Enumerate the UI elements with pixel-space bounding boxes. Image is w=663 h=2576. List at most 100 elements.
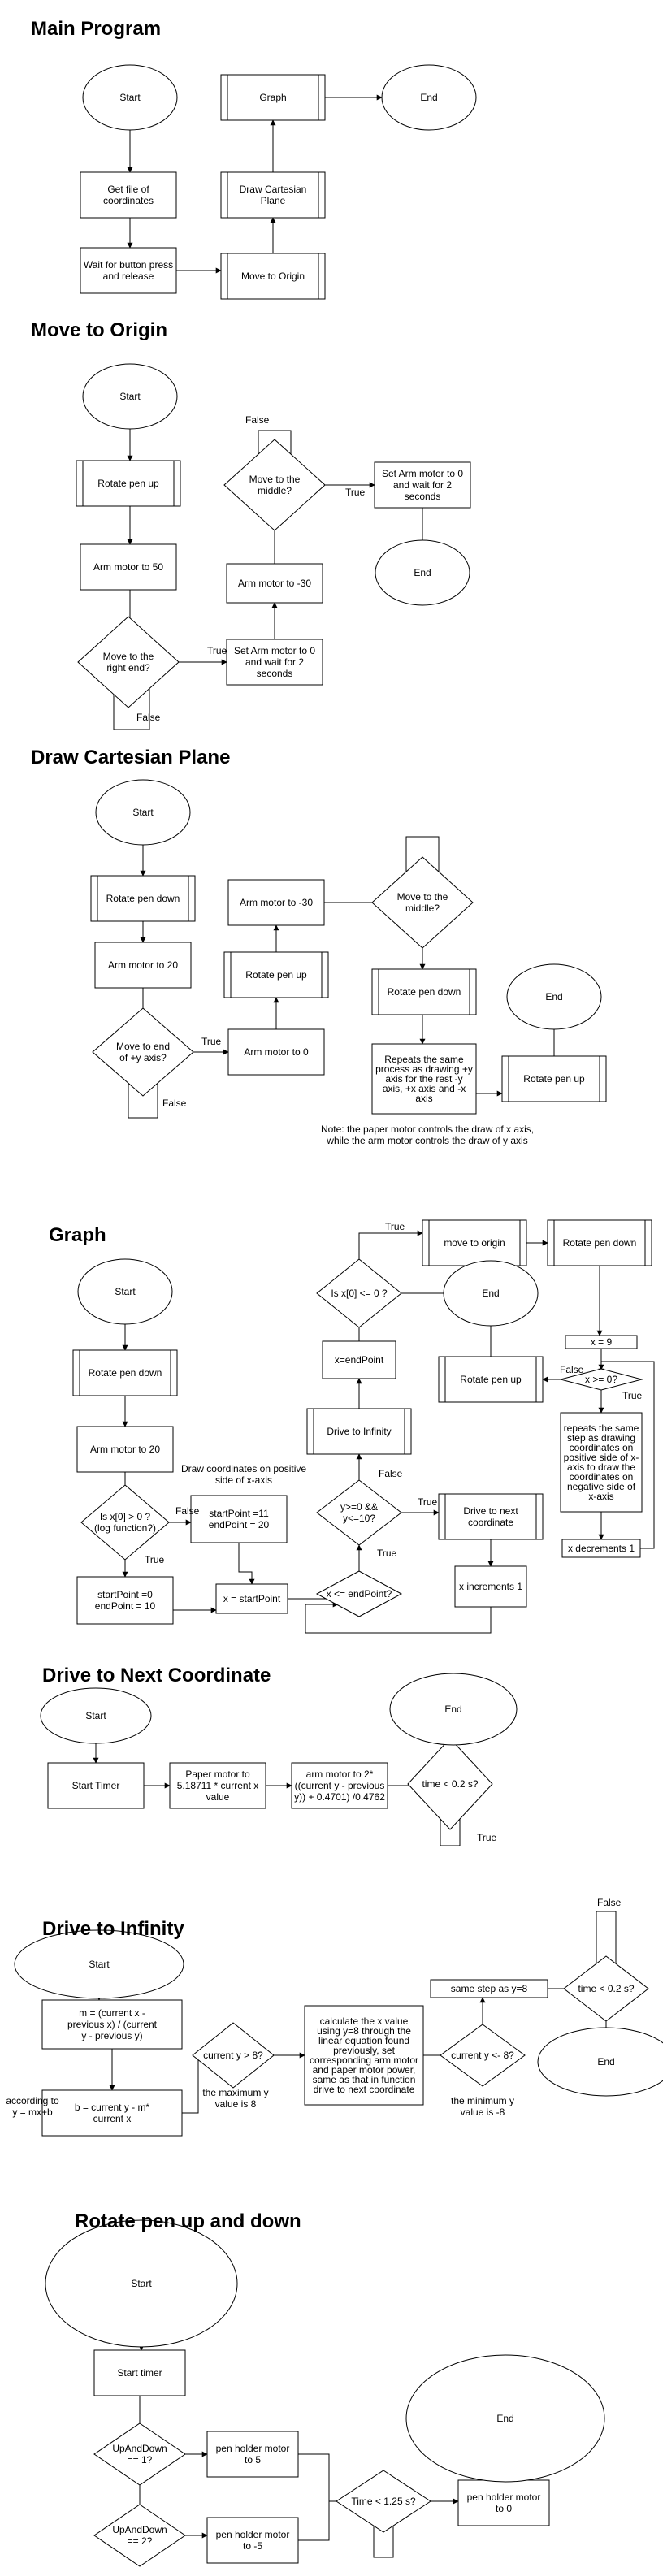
subroutine-shape — [220, 171, 326, 219]
node-label: b = current y - m* — [75, 2102, 150, 2113]
node-label: Start — [89, 1959, 110, 1970]
node-label: End — [414, 567, 431, 578]
node-label: time < 0.2 s? — [578, 1983, 634, 1994]
node-label: Move to end — [116, 1041, 170, 1052]
node-label: right end? — [106, 662, 150, 673]
node-label: Time < 1.25 s? — [351, 2496, 416, 2507]
edge-label: True — [345, 487, 366, 498]
node-dn-time: time < 0.2 s? — [407, 1738, 493, 1830]
node-dc-arm30: Arm motor to -30 — [228, 879, 325, 926]
node-dc-arm20: Arm motor to 20 — [94, 942, 192, 989]
node-label: UpAndDown — [112, 2524, 167, 2535]
node-rp-up: UpAndDown== 1? — [93, 2422, 186, 2486]
edge-label: True — [202, 1036, 222, 1047]
node-label: Start — [115, 1286, 136, 1297]
node-label: Start timer — [117, 2367, 162, 2379]
node-label: value — [206, 1791, 230, 1803]
node-label: pen holder motor — [216, 2529, 290, 2540]
terminal-shape — [375, 539, 470, 606]
edge-label: False — [176, 1505, 200, 1517]
node-label: Arm motor to 20 — [108, 959, 178, 971]
annotation-text: Note: the paper motor controls the draw … — [321, 1123, 534, 1135]
node-dc-rotdown2: Rotate pen down — [371, 968, 477, 1015]
process-shape — [430, 1979, 548, 1998]
subroutine-shape — [72, 1349, 178, 1396]
node-g-xge0: x >= 0? — [559, 1368, 644, 1391]
node-label: Drive to next — [463, 1505, 518, 1517]
node-label: x-axis — [588, 1491, 613, 1502]
node-label: using y=8 through the — [317, 2025, 411, 2037]
terminal-shape — [77, 1258, 173, 1325]
node-label: Start — [119, 391, 141, 402]
node-label: Repeats the same — [384, 1054, 464, 1065]
node-label: Get file of — [107, 184, 150, 195]
node-label: x >= 0? — [585, 1374, 618, 1385]
node-label: UpAndDown — [112, 2443, 167, 2454]
node-label: Rotate pen up — [98, 478, 159, 489]
subroutine-shape — [306, 1408, 412, 1455]
terminal-shape — [45, 2219, 238, 2348]
connector-dn_time-to-dn_time — [440, 1802, 463, 1846]
node-rp-down: UpAndDown== 2? — [93, 2504, 186, 2567]
terminal-shape — [95, 779, 191, 846]
terminal-shape — [506, 963, 602, 1030]
section-title: Move to Origin — [31, 319, 167, 341]
node-label: x decrements 1 — [568, 1543, 635, 1554]
node-g-xinc: x increments 1 — [454, 1565, 527, 1608]
node-rp-time: Time < 1.25 s? — [336, 2470, 431, 2533]
node-label: y>=0 && — [340, 1501, 378, 1513]
subroutine-shape — [547, 1219, 652, 1266]
decision-shape — [316, 1479, 402, 1546]
terminal-shape — [537, 2027, 663, 2097]
node-di-yneg8: current y <- 8? — [440, 2024, 526, 2087]
node-label: Arm motor to 0 — [244, 1046, 309, 1058]
node-label: Rotate pen up — [523, 1073, 585, 1085]
node-label: negative side of — [567, 1481, 636, 1492]
node-label: time < 0.2 s? — [422, 1778, 478, 1790]
node-rp-timer: Start timer — [93, 2349, 186, 2396]
subroutine-shape — [90, 875, 196, 922]
decision-shape — [80, 1484, 170, 1561]
node-g-xend: x <= endPoint? — [315, 1570, 403, 1617]
connector-g_sp11-to-g_xstart — [238, 1543, 255, 1585]
node-label: middle? — [405, 903, 440, 914]
node-label: == 1? — [128, 2454, 153, 2466]
node-label: Rotate pen down — [89, 1367, 162, 1379]
process-shape — [565, 1335, 638, 1349]
edge-label: True — [477, 1832, 497, 1843]
node-label: Plane — [261, 195, 286, 206]
node-di-same: same step as y=8 — [430, 1979, 548, 1998]
node-g-x0le: Is x[0] <= 0 ? — [316, 1258, 402, 1328]
terminal-shape — [381, 64, 477, 131]
subroutine-shape — [438, 1493, 544, 1540]
node-g-start: Start — [77, 1258, 173, 1325]
node-label: Draw Cartesian — [240, 184, 307, 195]
process-shape — [374, 461, 471, 509]
annotation-text: the minimum y — [451, 2095, 514, 2106]
node-label: to 0 — [496, 2503, 512, 2514]
terminal-shape — [40, 1687, 152, 1744]
node-dn-timer: Start Timer — [47, 1762, 145, 1809]
process-shape — [454, 1565, 527, 1608]
annotation-text: value is 8 — [215, 2098, 257, 2110]
node-label: Move to Origin — [241, 271, 305, 282]
node-label: x <= endPoint? — [327, 1588, 392, 1600]
decision-shape — [77, 616, 180, 708]
node-label: axis for the rest -y — [385, 1073, 462, 1085]
process-shape — [94, 942, 192, 989]
node-label: x=endPoint — [335, 1354, 384, 1366]
node-g-xstart: x = startPoint — [215, 1583, 288, 1614]
node-label: pen holder motor — [467, 2492, 541, 2503]
node-label: Arm motor to -30 — [238, 578, 311, 589]
connector-mo_right-to-mo_right — [113, 675, 153, 730]
node-label: x = 9 — [591, 1336, 613, 1348]
node-label: Rotate pen up — [245, 969, 307, 981]
node-label: previously, set — [333, 2045, 395, 2056]
